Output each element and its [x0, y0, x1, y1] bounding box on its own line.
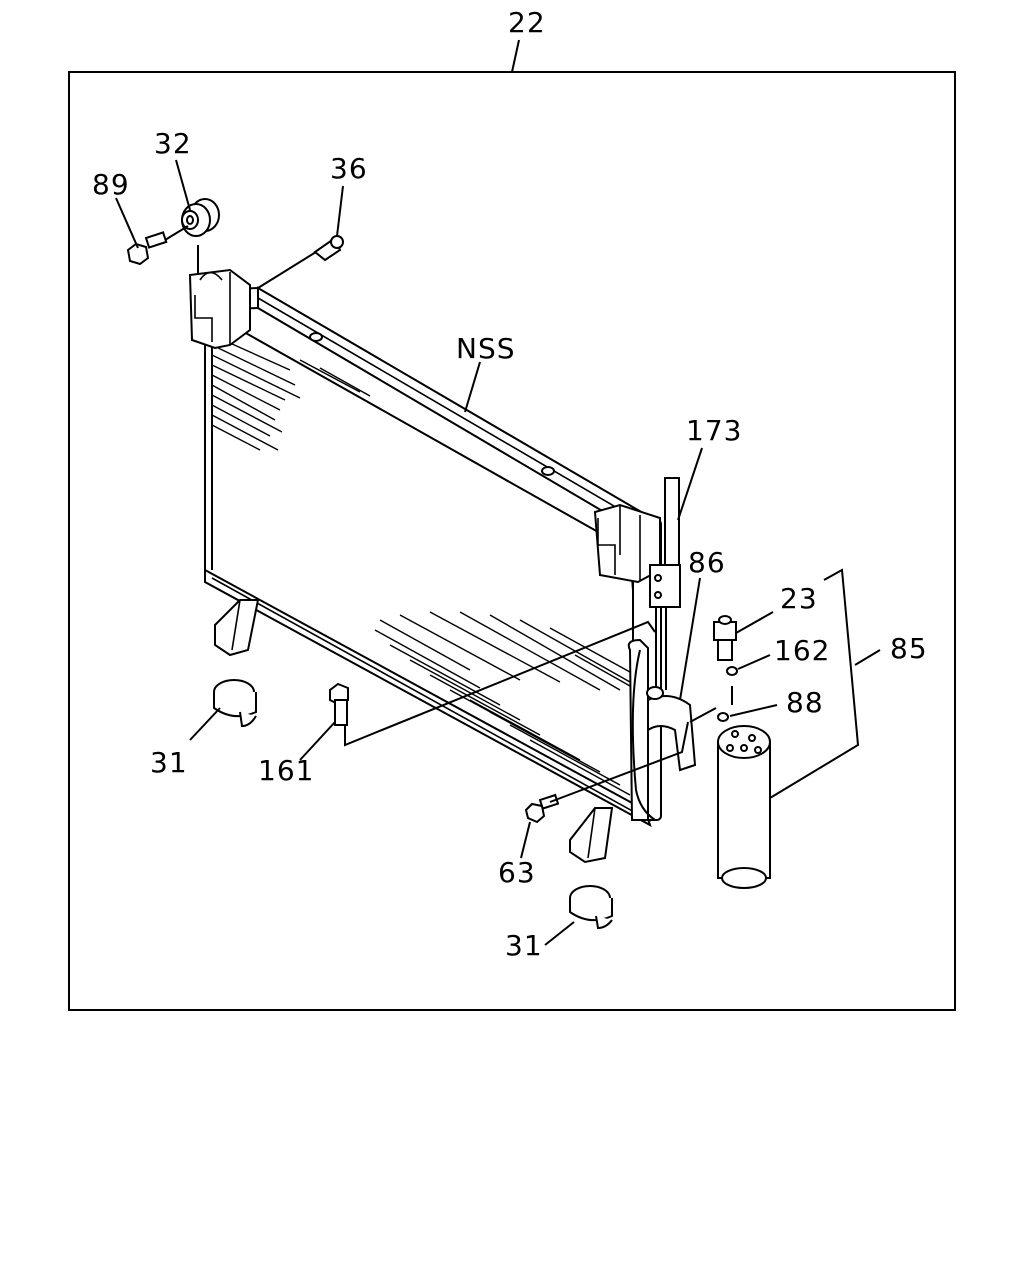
clip-36	[313, 235, 344, 262]
pipe-173	[649, 477, 681, 690]
callout-85: 85	[890, 632, 928, 665]
callout-86: 86	[688, 546, 726, 579]
callout-162: 162	[774, 634, 830, 667]
callout-89: 89	[92, 168, 130, 201]
callout-63: 63	[498, 856, 536, 889]
bolt-63	[524, 793, 560, 824]
callout-31-upper: 31	[150, 746, 188, 779]
callout-88: 88	[786, 686, 824, 719]
rubber-mount-31-upper	[213, 679, 257, 728]
callout-173: 173	[686, 414, 742, 447]
bolt-161	[329, 682, 349, 726]
condenser	[188, 268, 662, 864]
assembly-frame	[68, 71, 956, 1011]
leader-22	[511, 39, 520, 73]
switch-23	[713, 615, 737, 661]
o-ring-162	[726, 666, 738, 676]
fin-hatching-lower	[374, 611, 631, 796]
callout-22: 22	[508, 6, 546, 39]
rubber-mount-31-lower	[569, 885, 613, 930]
leader-lines	[115, 159, 881, 946]
callout-nss: NSS	[456, 332, 516, 365]
bolt-89	[126, 231, 168, 266]
bracket-86	[627, 638, 697, 821]
callout-161: 161	[258, 754, 314, 787]
callout-32: 32	[154, 127, 192, 160]
o-ring-88	[717, 712, 729, 722]
callout-36: 36	[330, 152, 368, 185]
callout-31-lower: 31	[505, 929, 543, 962]
bushing-32	[181, 198, 220, 237]
receiver-drier-85	[717, 725, 771, 889]
callout-23: 23	[780, 582, 818, 615]
